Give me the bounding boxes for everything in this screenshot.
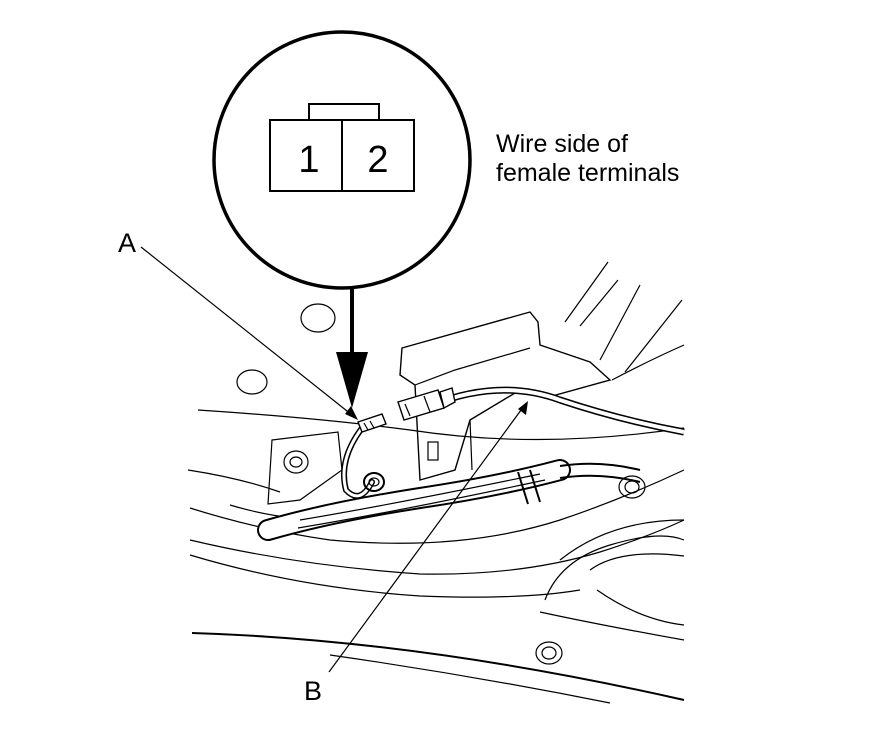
callout-b-label: B <box>304 676 322 706</box>
body-panel-art <box>187 261 685 704</box>
connector-view-caption-line1: Wire side of <box>496 130 628 158</box>
pin-2-label: 2 <box>367 139 388 181</box>
inset-pointer-arrow <box>336 287 368 408</box>
connector-view-caption-line2: female terminals <box>496 159 679 187</box>
connector-face-inset: 1 2 <box>212 30 472 290</box>
connector-b <box>397 386 685 436</box>
pin-1-label: 1 <box>298 139 319 181</box>
wire-harness <box>257 459 641 541</box>
callout-a-leader <box>140 246 358 420</box>
connector-a <box>357 413 387 433</box>
wire-a <box>341 425 385 499</box>
callout-b-leader <box>328 401 528 673</box>
callout-a-label: A <box>118 228 136 258</box>
